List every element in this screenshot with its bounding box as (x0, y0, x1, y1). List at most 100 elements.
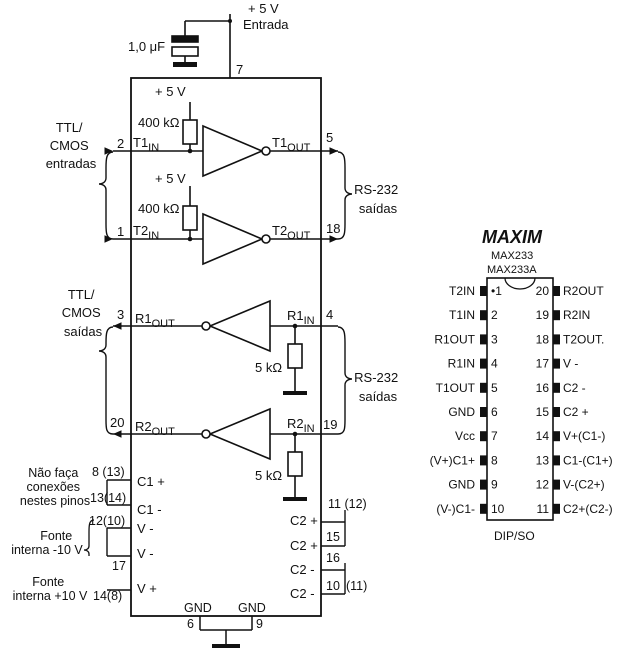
pin-name-right: R2OUT (563, 284, 604, 298)
c2m-pin-3: (11) (346, 579, 367, 593)
receiver-2-node (292, 431, 298, 437)
vp-label: V + (137, 581, 157, 596)
pin-stub-left (480, 407, 487, 417)
pin-stub-left (480, 455, 487, 466)
receiver-1 (113, 299, 338, 395)
pin-number-left: 5 (491, 381, 498, 395)
pin-name-right: V-(C2+) (563, 478, 605, 492)
pin-number-right: 13 (536, 453, 550, 467)
pin-name-right: C1-(C1+) (563, 453, 613, 467)
pin-stub-left (480, 286, 487, 296)
pin-stub-right (553, 479, 560, 490)
ground-section (199, 616, 253, 648)
c2p-pin-2: 15 (326, 530, 340, 544)
driver-1-in-pin: 2 (117, 136, 124, 151)
fonte-neg-label: Fonte interna -10 V (11, 529, 83, 557)
pin-number-right: 12 (536, 478, 550, 492)
receiver-1-in-pin: 4 (326, 307, 333, 322)
pin-number-right: 19 (536, 308, 550, 322)
maxim-logo: MAXIM (482, 227, 543, 247)
pin-name-right: T2OUT. (563, 332, 604, 346)
pin-stub-right (553, 431, 560, 442)
pin-name-right: C2 - (563, 381, 586, 395)
c2m-label-2: C2 - (290, 586, 315, 601)
vm-pin: 12(10) (89, 514, 125, 528)
pin-name-left: T1OUT (436, 381, 476, 395)
driver-2-vplus: + 5 V (155, 171, 186, 186)
receiver-2-in-pin: 19 (323, 417, 337, 432)
pin-stub-left (480, 431, 487, 442)
gnd-pin-2: 9 (256, 617, 263, 631)
supply-input-label: Entrada (243, 17, 289, 32)
pin-number-left: 9 (491, 478, 498, 492)
left-power-pins (106, 479, 131, 591)
driver-1-vplus: + 5 V (155, 84, 186, 99)
capacitor-label: 1,0 μF (128, 39, 165, 54)
c2p-pin: 11 (12) (328, 497, 367, 511)
fonte-neg-brace (83, 519, 95, 556)
receiver-1-out-label: R1OUT (135, 311, 175, 330)
pin-stub-left (480, 382, 487, 393)
receiver-2-resistor: 5 kΩ (255, 468, 282, 483)
ttl-input-brace (98, 151, 114, 240)
no-connect-label: Não faça conexões nestes pinos (20, 466, 90, 508)
pin-stub-right (553, 310, 560, 321)
right-power-pins (321, 510, 346, 595)
pin-number-left: 7 (491, 429, 498, 443)
receiver-2 (113, 407, 338, 501)
pin-number-left: 4 (491, 357, 498, 371)
model-2: MAX233A (487, 264, 537, 276)
gnd-label-1: GND (184, 601, 212, 615)
pin-name-right: V - (563, 357, 578, 371)
ic-body (130, 77, 322, 617)
receiver-1-out-pin: 3 (117, 307, 124, 322)
rs232-output-label-2: RS-232 saídas (354, 370, 402, 404)
pin-stub-right (553, 455, 560, 466)
pin-number-left: 8 (491, 453, 498, 467)
vcc-pin-number: 7 (236, 62, 243, 77)
supply-node (228, 19, 232, 23)
rs232-output-label-1: RS-232 saídas (354, 182, 402, 216)
ttl-input-label: TTL/ CMOS entradas (46, 120, 97, 171)
driver-1-in-label: T1IN (133, 135, 159, 154)
supply-section (171, 14, 231, 78)
pin-stub-left (480, 358, 487, 369)
driver-1-out-pin: 5 (326, 130, 333, 145)
driver-2-out-label: T2OUT (272, 223, 311, 242)
pin-name-left: T1IN (449, 308, 475, 322)
pin-name-right: C2+(C2-) (563, 502, 613, 516)
pin-number-right: 16 (536, 381, 550, 395)
ttl-output-brace (98, 326, 114, 435)
driver-2-resistor: 400 kΩ (138, 201, 180, 216)
pin-stub-left (480, 334, 487, 345)
vm-label-1: V - (137, 521, 154, 536)
pin-number-left: •1 (491, 284, 502, 298)
pin-stub-right (553, 382, 560, 393)
c2m-pin: 16 (326, 551, 340, 565)
c1m-label: C1 - (137, 502, 162, 517)
driver-1-node (187, 148, 193, 154)
vm-pin-2: 17 (112, 559, 126, 573)
rs232-output-brace (337, 151, 353, 240)
fonte-pos-label: Fonte interna +10 V (13, 575, 88, 603)
driver-2-in-label: T2IN (133, 223, 159, 242)
chip-outline (486, 277, 554, 521)
pin-name-left: R1OUT (434, 332, 475, 346)
receiver-1-node (292, 323, 298, 329)
rs232-input-brace (337, 326, 353, 435)
pin-name-left: GND (448, 405, 475, 419)
pin-stub-left (480, 479, 487, 490)
c1m-pin: 13(14) (90, 491, 126, 505)
pin-number-right: 18 (536, 332, 550, 346)
ttl-output-label: TTL/ CMOS saídas (62, 287, 105, 339)
vp-pin: 14(8) (93, 589, 122, 603)
driver-1-resistor: 400 kΩ (138, 115, 180, 130)
driver-2-node (187, 236, 193, 242)
pin-stub-right (553, 286, 560, 296)
pin-number-left: 6 (491, 405, 498, 419)
pin-name-left: R1IN (448, 357, 475, 371)
pin-number-left: 10 (491, 502, 505, 516)
driver-2-out-pin: 18 (326, 221, 340, 236)
c1p-pin: 8 (13) (92, 465, 125, 479)
